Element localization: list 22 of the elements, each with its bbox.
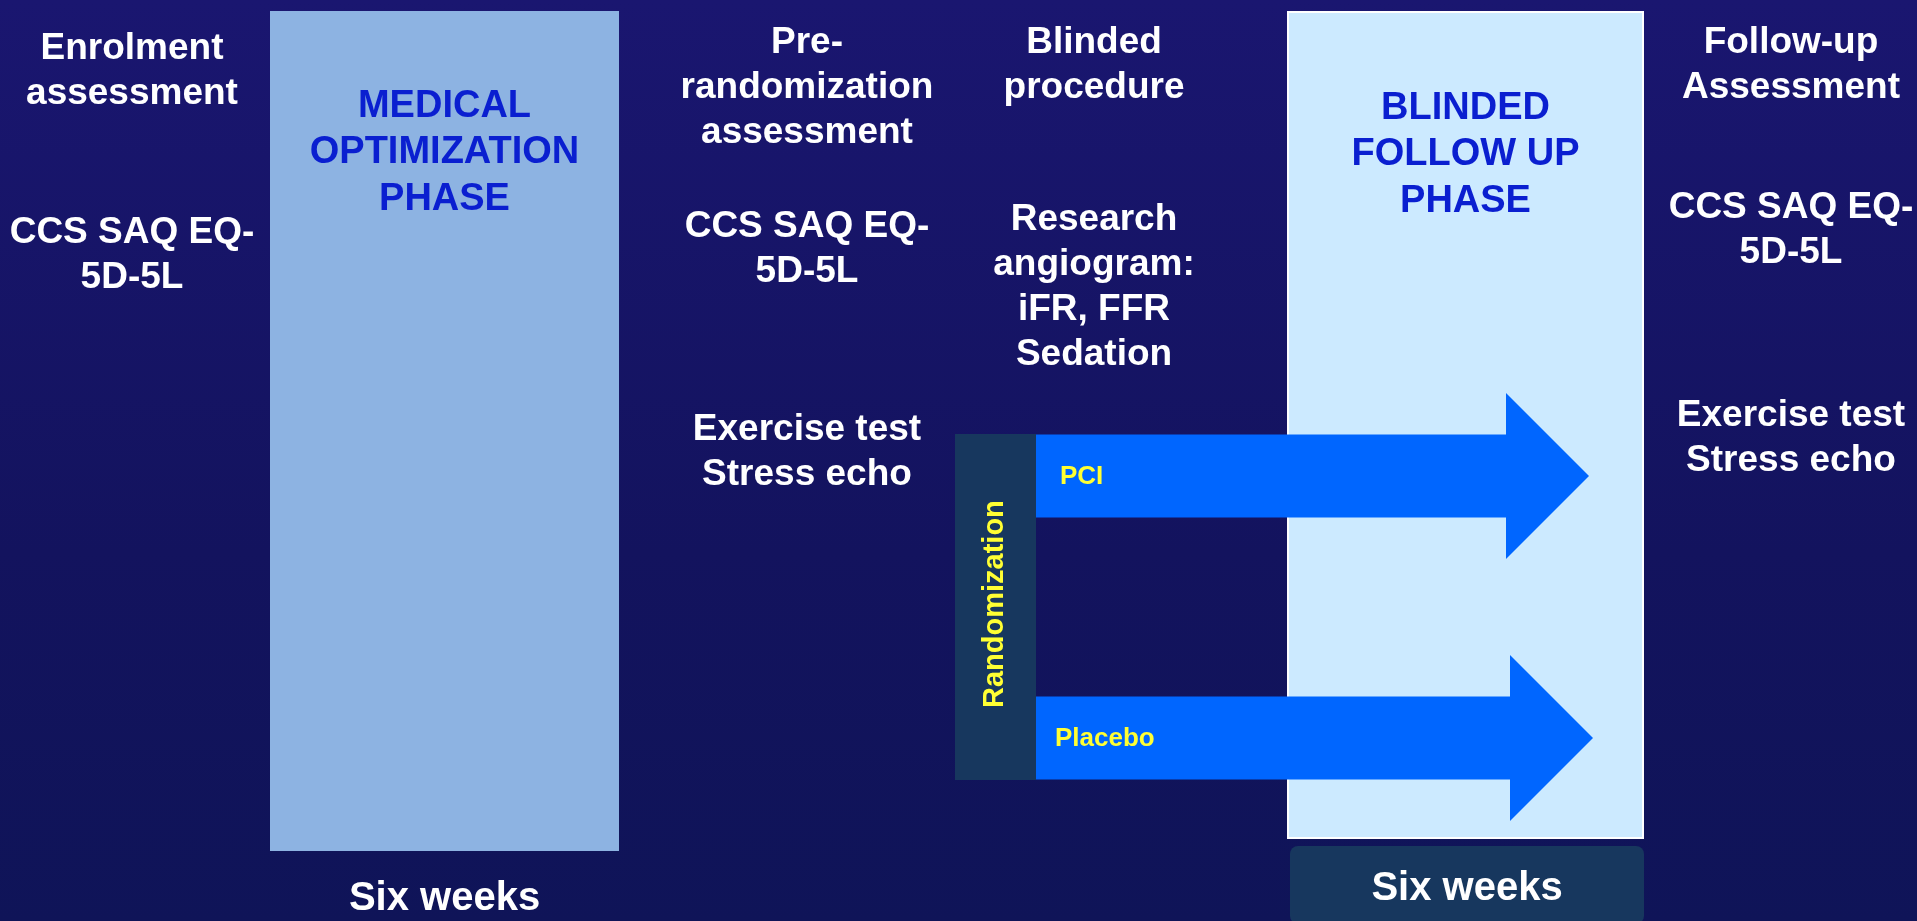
duration-text: Six weeks	[347, 873, 542, 920]
annotation-text: Exercise test Stress echo	[1675, 392, 1907, 482]
block-arrow	[1036, 393, 1589, 559]
annotation-text: CCS SAQ EQ-5D-5L	[1667, 184, 1915, 274]
block-arrow	[1036, 655, 1593, 821]
phase-title: Six weeks	[1370, 863, 1564, 910]
annotation-text: Blinded procedure	[1002, 19, 1186, 109]
annotation-text: CCS SAQ EQ-5D-5L	[683, 203, 931, 293]
phase-title: MEDICAL OPTIMIZATION PHASE	[308, 82, 581, 220]
randomization-bar	[955, 434, 1036, 780]
edge-label: Placebo	[1055, 722, 1155, 753]
annotation-text: Pre-randomization assessment	[679, 19, 935, 154]
duration-box	[1290, 846, 1644, 921]
edge-label: PCI	[1060, 460, 1104, 491]
annotation-text: Exercise test Stress echo	[691, 406, 923, 496]
phase-title: BLINDED FOLLOW UP PHASE	[1350, 84, 1581, 222]
phase-panel	[270, 11, 619, 851]
annotation-text: Research angiogram: iFR, FFR Sedation	[992, 196, 1196, 376]
annotation-text: Enrolment assessment	[25, 25, 239, 115]
vertical-label: Randomization	[977, 499, 1010, 710]
annotation-text: Follow-up Assessment	[1681, 19, 1901, 109]
annotation-text: CCS SAQ EQ-5D-5L	[8, 209, 256, 299]
